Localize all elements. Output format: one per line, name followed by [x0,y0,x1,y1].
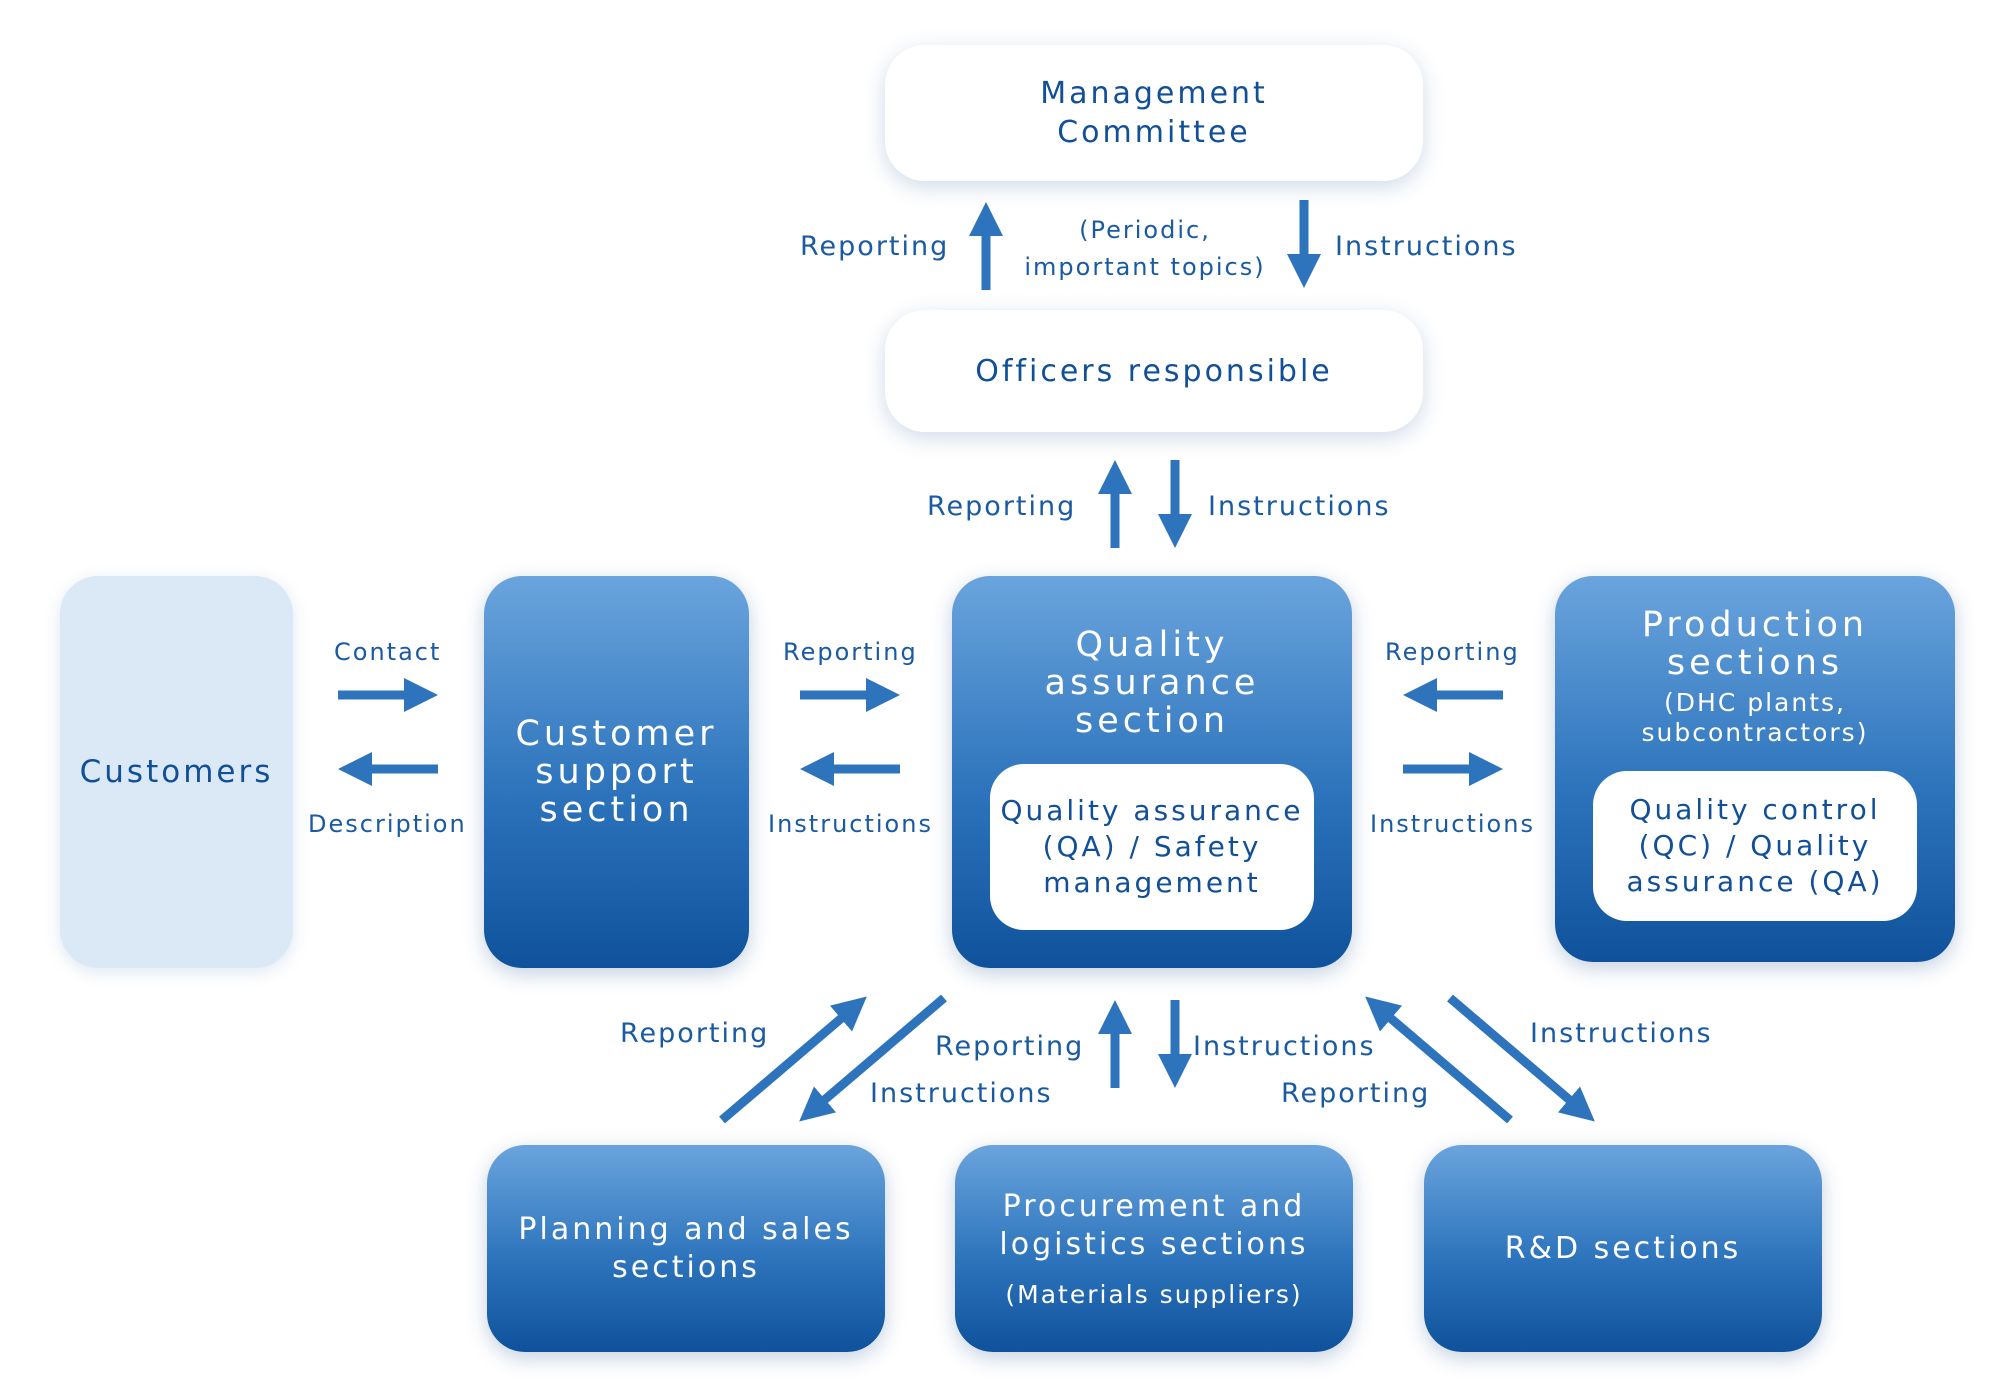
cs-reporting-label: Reporting [783,638,918,666]
planning-sales-box: Planning and sales sections [487,1145,885,1352]
rnd-label: R&D sections [1504,1231,1742,1266]
rnd-instructions-label: Instructions [1530,1018,1713,1049]
qc-qa-inner-box: Quality control (QC) / Quality assurance… [1593,771,1917,921]
proc-reporting-label: Reporting [935,1031,1085,1062]
quality-assurance-box: Quality assurance section Quality assura… [952,576,1352,968]
customer-support-label: Customer support section [515,714,718,830]
production-label: Production sections [1641,605,1869,683]
top-instructions-label: Instructions [1335,231,1518,262]
description-label: Description [308,810,467,838]
prod-instructions-label: Instructions [1370,810,1535,838]
management-committee-box: Management Committee [885,45,1423,181]
qc-qa-label: Quality control (QC) / Quality assurance… [1626,793,1884,898]
procurement-box: Procurement and logistics sections (Mate… [955,1145,1353,1352]
customers-box: Customers [60,576,293,968]
customer-support-box: Customer support section [484,576,749,968]
mid-instructions-label: Instructions [1208,491,1391,522]
rnd-box: R&D sections [1424,1145,1822,1352]
procurement-label: Procurement and logistics sections [999,1188,1309,1262]
contact-label: Contact [334,638,442,666]
quality-assurance-label: Quality assurance section [1044,625,1260,741]
rnd-reporting-label: Reporting [1281,1078,1431,1109]
production-sub-label: (DHC plants, subcontractors) [1641,688,1869,747]
production-box: Production sections (DHC plants, subcont… [1555,576,1955,962]
mid-reporting-label: Reporting [927,491,1077,522]
prod-reporting-label: Reporting [1385,638,1520,666]
top-reporting-label: Reporting [800,231,950,262]
officers-responsible-label: Officers responsible [975,353,1333,389]
procurement-sub-label: (Materials suppliers) [1005,1279,1303,1309]
qa-safety-label: Quality assurance (QA) / Safety manageme… [1000,794,1304,899]
arrow-diag-rnd-instructions [1447,994,1595,1122]
top-note-label: (Periodic, important topics) [1024,216,1266,281]
plan-instructions-label: Instructions [870,1078,1053,1109]
proc-instructions-label: Instructions [1193,1031,1376,1062]
plan-reporting-label: Reporting [620,1018,770,1049]
qa-safety-inner-box: Quality assurance (QA) / Safety manageme… [990,764,1314,930]
cs-instructions-label: Instructions [768,810,933,838]
planning-sales-label: Planning and sales sections [518,1211,854,1285]
management-committee-label: Management Committee [1040,76,1268,150]
customers-label: Customers [79,754,274,790]
officers-responsible-box: Officers responsible [885,310,1423,432]
